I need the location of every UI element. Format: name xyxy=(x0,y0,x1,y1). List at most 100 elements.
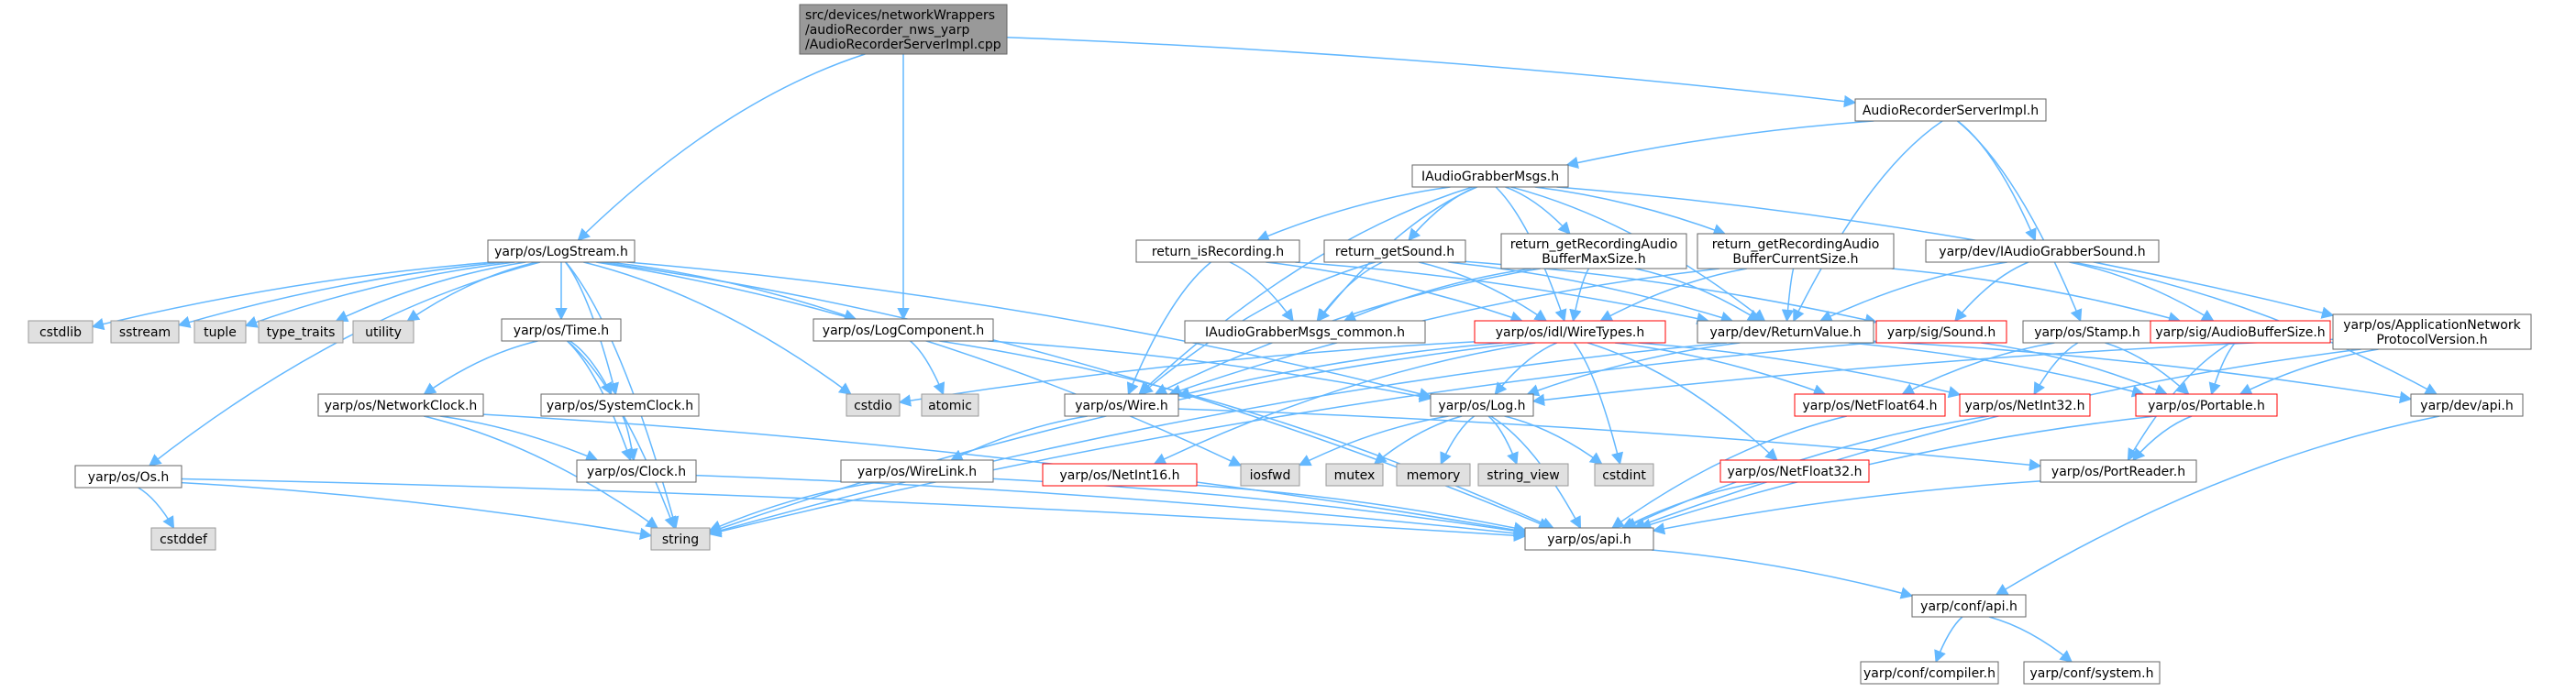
node-wirelink[interactable]: yarp/os/WireLink.h xyxy=(840,459,994,483)
node-os-box[interactable] xyxy=(74,465,182,489)
node-logcomponent-box[interactable] xyxy=(813,318,994,342)
node-confapi[interactable]: yarp/conf/api.h xyxy=(1911,594,2027,618)
node-portreader[interactable]: yarp/os/PortReader.h xyxy=(2040,459,2197,483)
node-logstream-box[interactable] xyxy=(487,239,636,263)
node-cstdint-box[interactable] xyxy=(1594,463,1654,487)
node-time[interactable]: yarp/os/Time.h xyxy=(501,318,622,342)
node-iosfwd[interactable]: iosfwd xyxy=(1240,463,1300,487)
node-logstream[interactable]: yarp/os/LogStream.h xyxy=(487,239,636,263)
node-devapi[interactable]: yarp/dev/api.h xyxy=(2410,393,2524,417)
node-audiorecorderserverimpl-box[interactable] xyxy=(1854,98,2047,122)
node-iagm_common[interactable]: IAudioGrabberMsgs_common.h xyxy=(1184,320,1426,344)
node-utility[interactable]: utility xyxy=(352,320,415,344)
node-compiler-box[interactable] xyxy=(1860,661,1999,685)
node-iaudiograbbersound-box[interactable] xyxy=(1925,239,2160,263)
node-atomic[interactable]: atomic xyxy=(921,393,979,417)
node-iagm_common-box[interactable] xyxy=(1184,320,1426,344)
node-portreader-box[interactable] xyxy=(2040,459,2197,483)
node-log[interactable]: yarp/os/Log.h xyxy=(1430,393,1534,417)
node-cstdio-box[interactable] xyxy=(846,393,901,417)
node-string[interactable]: string xyxy=(650,527,711,551)
node-type_traits[interactable]: type_traits xyxy=(258,320,344,344)
node-portable-box[interactable] xyxy=(2135,393,2278,417)
node-wiretypes[interactable]: yarp/os/idl/WireTypes.h xyxy=(1474,320,1666,344)
node-clock[interactable]: yarp/os/Clock.h xyxy=(576,459,697,483)
node-os[interactable]: yarp/os/Os.h xyxy=(74,465,182,489)
node-devapi-box[interactable] xyxy=(2410,393,2524,417)
node-netint16[interactable]: yarp/os/NetInt16.h xyxy=(1042,463,1198,487)
node-wire-box[interactable] xyxy=(1064,393,1179,417)
node-cstdint[interactable]: cstdint xyxy=(1594,463,1654,487)
node-memory-box[interactable] xyxy=(1396,463,1471,487)
node-appnetproto[interactable]: yarp/os/ApplicationNetworkProtocolVersio… xyxy=(2332,313,2532,350)
node-log-box[interactable] xyxy=(1430,393,1534,417)
node-returnvalue[interactable]: yarp/dev/ReturnValue.h xyxy=(1697,320,1874,344)
node-return_isrecording[interactable]: return_isRecording.h xyxy=(1135,239,1300,263)
node-root[interactable]: src/devices/networkWrappers/audioRecorde… xyxy=(799,4,1008,55)
node-audiobuffersize-box[interactable] xyxy=(2150,320,2331,344)
node-iaudiograbbersound[interactable]: yarp/dev/IAudioGrabberSound.h xyxy=(1925,239,2160,263)
node-mutex-box[interactable] xyxy=(1325,463,1384,487)
node-logcomponent[interactable]: yarp/os/LogComponent.h xyxy=(813,318,994,342)
node-cstdlib[interactable]: cstdlib xyxy=(28,320,94,344)
node-netint32-box[interactable] xyxy=(1959,393,2091,417)
node-return_getsound-box[interactable] xyxy=(1323,239,1466,263)
node-mutex[interactable]: mutex xyxy=(1325,463,1384,487)
node-utility-box[interactable] xyxy=(352,320,415,344)
node-returnvalue-box[interactable] xyxy=(1697,320,1874,344)
node-sound-box[interactable] xyxy=(1875,320,2007,344)
node-return_getreccur[interactable]: return_getRecordingAudioBufferCurrentSiz… xyxy=(1697,233,1895,269)
node-netfloat32-box[interactable] xyxy=(1719,459,1870,483)
node-iosfwd-box[interactable] xyxy=(1240,463,1300,487)
node-string-box[interactable] xyxy=(650,527,711,551)
node-wiretypes-box[interactable] xyxy=(1474,320,1666,344)
node-return_getreccur-box[interactable] xyxy=(1697,233,1895,269)
node-cstdlib-box[interactable] xyxy=(28,320,94,344)
node-netfloat64-box[interactable] xyxy=(1794,393,1946,417)
node-stamp[interactable]: yarp/os/Stamp.h xyxy=(2022,320,2152,344)
node-cstdio[interactable]: cstdio xyxy=(846,393,901,417)
node-system-box[interactable] xyxy=(2023,661,2161,685)
node-memory[interactable]: memory xyxy=(1396,463,1471,487)
node-cstddef-box[interactable] xyxy=(150,527,216,551)
node-return_getrecmax-box[interactable] xyxy=(1500,233,1687,269)
node-osapi-box[interactable] xyxy=(1524,527,1654,551)
node-portable[interactable]: yarp/os/Portable.h xyxy=(2135,393,2278,417)
node-string_view-box[interactable] xyxy=(1477,463,1569,487)
node-return_isrecording-box[interactable] xyxy=(1135,239,1300,263)
node-sstream[interactable]: sstream xyxy=(110,320,180,344)
node-iaudiograbbermsgs-box[interactable] xyxy=(1411,164,1569,188)
node-tuple[interactable]: tuple xyxy=(193,320,247,344)
node-audiorecorderserverimpl[interactable]: AudioRecorderServerImpl.h xyxy=(1854,98,2047,122)
node-confapi-box[interactable] xyxy=(1911,594,2027,618)
node-netfloat32[interactable]: yarp/os/NetFloat32.h xyxy=(1719,459,1870,483)
node-netint16-box[interactable] xyxy=(1042,463,1198,487)
node-appnetproto-box[interactable] xyxy=(2332,313,2532,350)
node-networkclock-box[interactable] xyxy=(317,393,484,417)
node-cstddef[interactable]: cstddef xyxy=(150,527,216,551)
node-wirelink-box[interactable] xyxy=(840,459,994,483)
node-return_getsound[interactable]: return_getSound.h xyxy=(1323,239,1466,263)
node-netfloat64[interactable]: yarp/os/NetFloat64.h xyxy=(1794,393,1946,417)
node-wire[interactable]: yarp/os/Wire.h xyxy=(1064,393,1179,417)
node-system[interactable]: yarp/conf/system.h xyxy=(2023,661,2161,685)
node-atomic-box[interactable] xyxy=(921,393,979,417)
node-iaudiograbbermsgs[interactable]: IAudioGrabberMsgs.h xyxy=(1411,164,1569,188)
node-osapi[interactable]: yarp/os/api.h xyxy=(1524,527,1654,551)
node-stamp-box[interactable] xyxy=(2022,320,2152,344)
node-sstream-box[interactable] xyxy=(110,320,180,344)
node-audiobuffersize[interactable]: yarp/sig/AudioBufferSize.h xyxy=(2150,320,2331,344)
node-root-box[interactable] xyxy=(799,4,1008,55)
node-systemclock[interactable]: yarp/os/SystemClock.h xyxy=(540,393,700,417)
node-time-box[interactable] xyxy=(501,318,622,342)
node-tuple-box[interactable] xyxy=(193,320,247,344)
node-type_traits-box[interactable] xyxy=(258,320,344,344)
node-string_view[interactable]: string_view xyxy=(1477,463,1569,487)
node-systemclock-box[interactable] xyxy=(540,393,700,417)
node-compiler[interactable]: yarp/conf/compiler.h xyxy=(1860,661,1999,685)
node-sound[interactable]: yarp/sig/Sound.h xyxy=(1875,320,2007,344)
node-clock-box[interactable] xyxy=(576,459,697,483)
node-netint32[interactable]: yarp/os/NetInt32.h xyxy=(1959,393,2091,417)
node-networkclock[interactable]: yarp/os/NetworkClock.h xyxy=(317,393,484,417)
